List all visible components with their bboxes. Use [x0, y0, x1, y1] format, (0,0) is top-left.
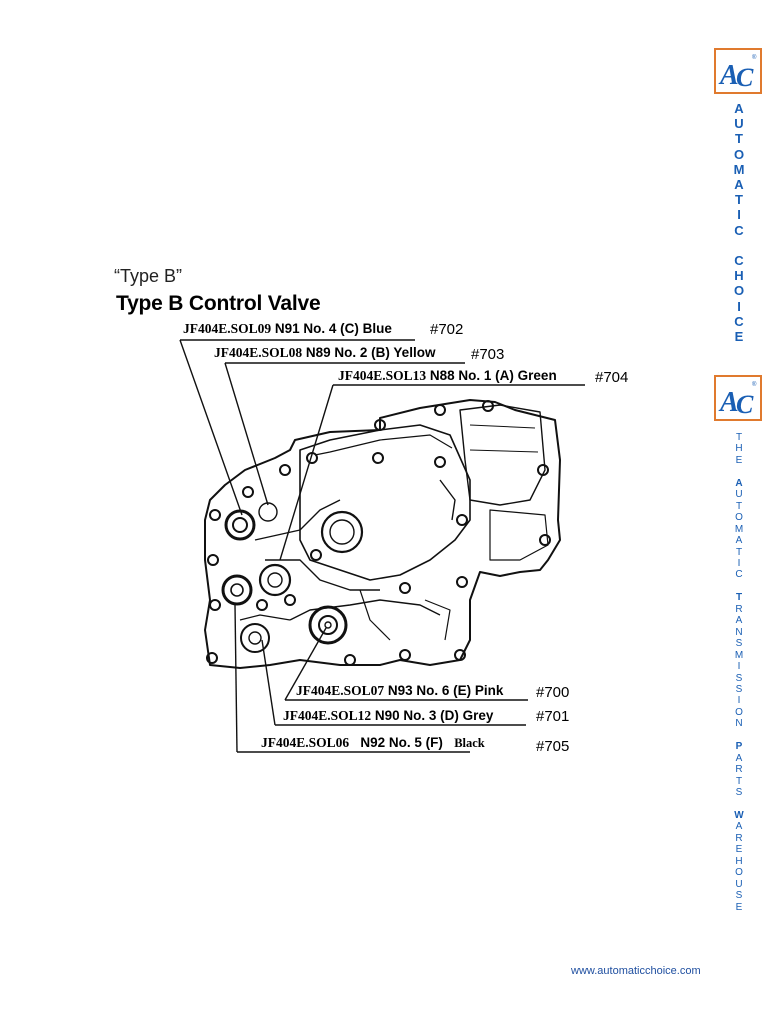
solenoid-label-sol06: JF404E.SOL06 N92 No. 5 (F) Black [261, 735, 485, 750]
tagline-letter: I [737, 661, 741, 673]
brand-letter [730, 238, 748, 253]
brand-letter: O [733, 146, 745, 162]
brand-letter: I [737, 298, 741, 314]
brand-letter: T [735, 192, 743, 208]
tagline-letter: H [735, 855, 743, 867]
brand-letter: E [734, 329, 744, 345]
tagline-letter: R [735, 832, 743, 844]
part-number-700: #700 [536, 684, 570, 701]
diagram-subtitle: “Type B” [114, 266, 183, 286]
svg-text:®: ® [752, 54, 757, 61]
brand-letter: C [734, 313, 744, 329]
tagline-letter: I [737, 557, 741, 569]
brand-letter: A [734, 101, 744, 116]
tagline-letter: E [735, 454, 743, 466]
svg-text:®: ® [752, 381, 757, 388]
tagline-letter: U [735, 878, 743, 890]
control-valve-diagram [179, 339, 585, 753]
brand-letter: A [734, 177, 744, 193]
part-number-703: #703 [471, 346, 505, 363]
tagline-letter: A [735, 821, 743, 833]
svg-text:A: A [718, 60, 739, 91]
company-logo: A C ® [714, 48, 762, 94]
tagline-letter: A [735, 752, 743, 764]
solenoid-label-sol09: JF404E.SOL09 N91 No. 4 (C) Blue [183, 321, 392, 336]
tagline-letter: N [735, 626, 743, 638]
page-title: Type B Control Valve [116, 292, 321, 315]
tagline-letter: O [735, 867, 743, 879]
brand-letter: O [733, 283, 745, 299]
company-logo-secondary: A C ® [714, 375, 762, 421]
svg-text:A: A [718, 387, 739, 418]
part-number-704: #704 [595, 369, 629, 386]
tagline-letter: T [735, 775, 743, 787]
tagline-letter: S [735, 683, 743, 695]
tagline-letter: T [735, 432, 743, 443]
tagline-letter: H [735, 443, 743, 455]
tagline-letter: T [735, 546, 743, 558]
part-number-705: #705 [536, 738, 570, 755]
tagline-letter [731, 799, 747, 810]
brand-letter: H [734, 268, 744, 284]
solenoid-label-sol08: JF404E.SOL08 N89 No. 2 (B) Yellow [214, 345, 436, 360]
tagline-letter: A [735, 535, 743, 547]
solenoid-label-sol12: JF404E.SOL12 N90 No. 3 (D) Grey [283, 708, 494, 723]
brand-letter: I [737, 207, 741, 223]
tagline-letter: O [735, 512, 743, 524]
tagline-letter: W [734, 809, 744, 821]
brand-letter: M [733, 161, 745, 177]
tagline-letter: T [735, 592, 743, 604]
svg-text:C: C [736, 63, 754, 92]
tagline-letter: I [737, 695, 741, 707]
tagline-letter: A [735, 615, 743, 627]
tagline-letter: E [735, 901, 743, 913]
tagline-letter: R [735, 764, 743, 776]
tagline-letter: P [735, 741, 743, 753]
tagline-letter [731, 466, 747, 477]
tagline-letter: M [734, 523, 744, 535]
brand-letter: C [734, 253, 744, 269]
tagline-letter: O [735, 706, 743, 718]
website-url[interactable]: www.automaticchoice.com [571, 965, 701, 977]
svg-text:C: C [736, 390, 754, 419]
solenoid-label-sol13: JF404E.SOL13 N88 No. 1 (A) Green [338, 368, 557, 383]
tagline-letter: S [735, 672, 743, 684]
tagline-letter: A [735, 477, 743, 489]
tagline-letter: T [735, 500, 743, 512]
tagline-letter: U [735, 489, 743, 501]
part-number-702: #702 [430, 321, 464, 338]
tagline-letter: S [735, 638, 743, 650]
tagline-letter: S [735, 890, 743, 902]
brand-letter: C [734, 222, 744, 238]
tagline-letter: M [734, 649, 744, 661]
solenoid-label-sol07: JF404E.SOL07 N93 No. 6 (E) Pink [296, 683, 504, 698]
tagline-letter: N [735, 718, 743, 730]
tagline-letter [731, 581, 747, 592]
part-number-701: #701 [536, 708, 570, 725]
tagline-letter: R [735, 603, 743, 615]
brand-letter: U [734, 116, 744, 132]
tagline-letter: C [735, 569, 743, 581]
tagline-letter: E [735, 844, 743, 856]
tagline-letter: S [735, 787, 743, 799]
tagline-letter [731, 730, 747, 741]
brand-letter: T [735, 131, 743, 147]
